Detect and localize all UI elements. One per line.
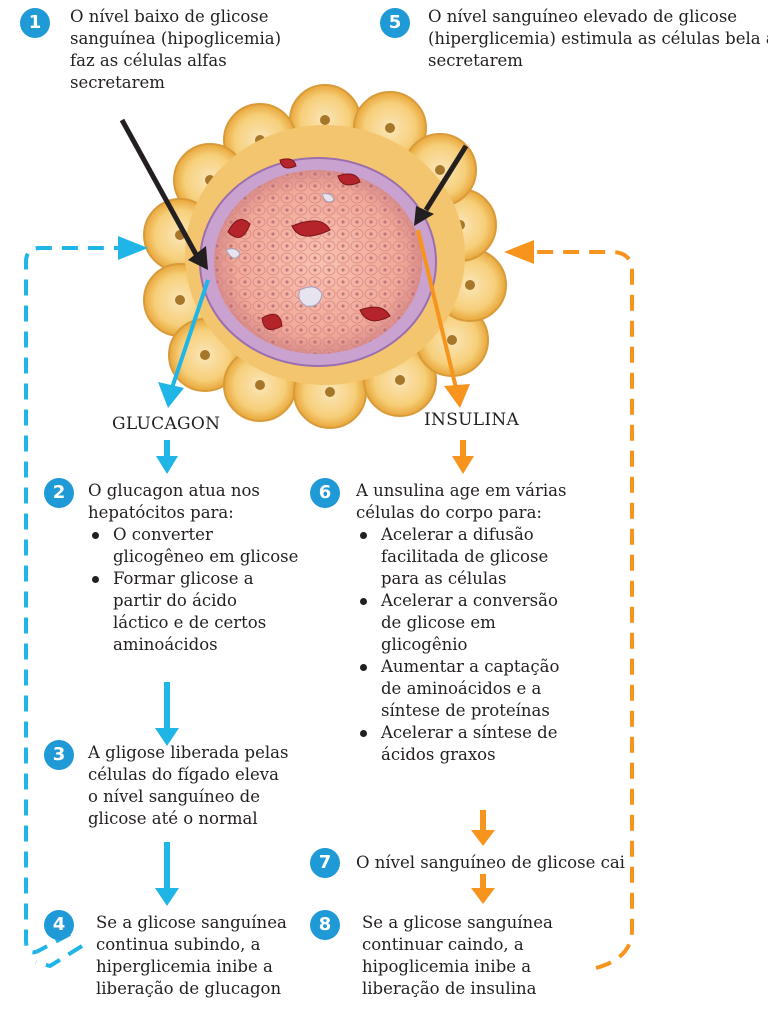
step-8-text: Se a glicose sanguínea continuar caindo,… [362, 913, 553, 998]
step-3-text: A gligose liberada pelas células do fíga… [88, 743, 289, 828]
step-2-badge: 2 [44, 478, 74, 508]
step-7-text: O nível sanguíneo de glicose cai [356, 853, 625, 872]
glucagon-release-arrow [158, 279, 210, 408]
insulin-flow-arrows [452, 440, 495, 904]
pancreatic-islet-illustration [143, 84, 507, 429]
step-6-badge: 6 [310, 478, 340, 508]
glucagon-label: GLUCAGON [112, 414, 221, 434]
step-4-text: Se a glicose sanguínea continua subindo,… [96, 913, 287, 998]
step-1-badge: 1 [20, 8, 50, 38]
step-4-badge: 4 [44, 910, 74, 940]
step-5-badge: 5 [380, 8, 410, 38]
insulin-feedback-loop [504, 240, 634, 970]
step-5-text: O nível sanguíneo elevado de glicose (hi… [428, 7, 768, 70]
step-1-text: O nível baixo de glicose sanguínea (hipo… [70, 7, 282, 92]
step-8-badge: 8 [310, 910, 340, 940]
step-3-badge: 3 [44, 740, 74, 770]
insulin-release-arrow [416, 229, 470, 408]
glucagon-flow-arrows [155, 440, 179, 906]
blood-vessels [227, 158, 391, 331]
insulina-label: INSULINA [424, 410, 520, 430]
step-7-badge: 7 [310, 848, 340, 878]
step-2-text: O glucagon atua nos hepatócitos para: O … [88, 481, 299, 656]
step-6-text: A unsulina age em várias células do corp… [356, 481, 567, 766]
glucagon-feedback-loop [24, 236, 148, 969]
stimulus-arrows [119, 118, 469, 270]
